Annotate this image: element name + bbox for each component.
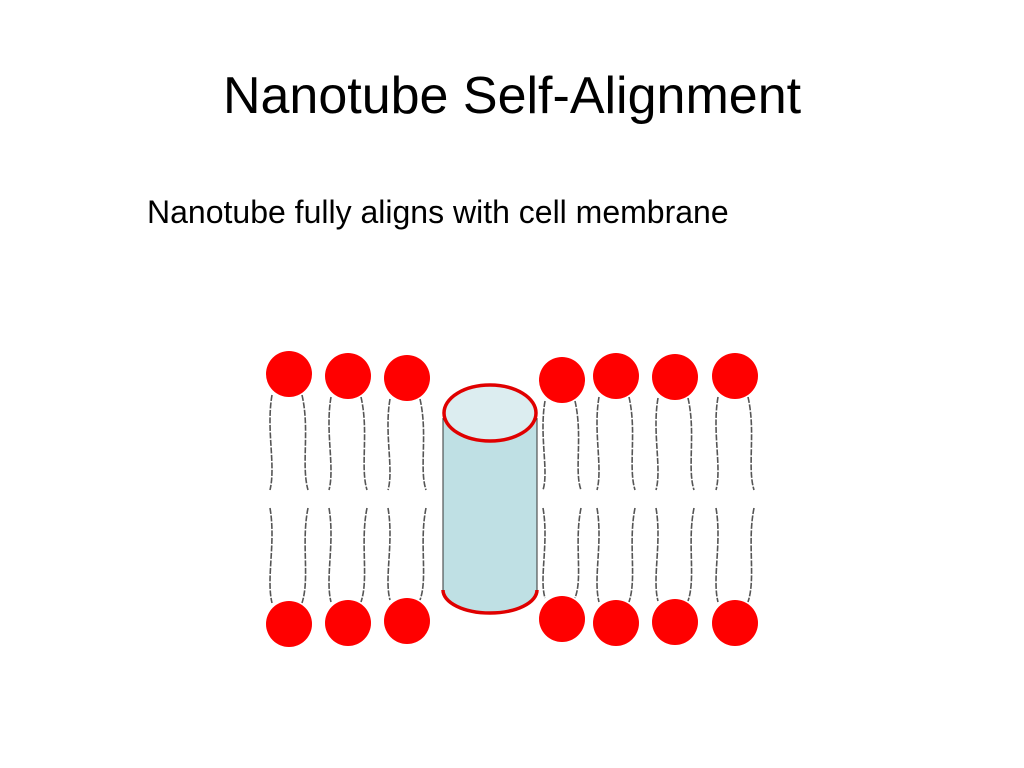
lipid-tail	[328, 396, 332, 491]
lipid-head-top	[384, 355, 430, 401]
lipid-head-bottom	[266, 601, 312, 647]
lipid-molecule	[325, 353, 371, 646]
lipid-tail	[687, 507, 695, 602]
lipid-tail	[715, 396, 719, 491]
lipid-tail	[747, 396, 755, 491]
lipid-molecule	[266, 351, 312, 647]
lipid-molecule	[712, 353, 758, 646]
lipid-tail	[360, 396, 368, 491]
lipid-molecule	[652, 354, 698, 645]
lipid-head-bottom	[384, 598, 430, 644]
lipid-tail	[328, 507, 332, 603]
lipid-tail	[687, 397, 695, 491]
lipid-tail	[419, 398, 427, 491]
lipid-head-top	[712, 353, 758, 399]
slide-subtitle: Nanotube fully aligns with cell membrane	[147, 194, 729, 230]
lipid-molecule	[384, 355, 430, 644]
lipid-tail	[301, 507, 309, 604]
lipid-tail	[655, 507, 659, 602]
lipid-head-top	[266, 351, 312, 397]
lipid-tail	[419, 507, 427, 601]
lipid-molecule	[593, 353, 639, 646]
lipid-tail	[542, 400, 546, 491]
lipid-tail	[655, 397, 659, 491]
lipid-head-top	[539, 357, 585, 403]
lipid-tail	[628, 396, 636, 491]
nanotube-bottom-rim	[441, 589, 539, 615]
lipid-head-bottom	[652, 599, 698, 645]
lipid-tail	[628, 507, 636, 603]
lipid-head-top	[593, 353, 639, 399]
lipid-tail	[715, 507, 719, 603]
nanotube-body	[443, 418, 537, 613]
lipid-tail	[542, 507, 546, 599]
slide-title: Nanotube Self-Alignment	[222, 67, 802, 125]
lipid-head-bottom	[325, 600, 371, 646]
lipid-head-top	[325, 353, 371, 399]
lipid-head-bottom	[712, 600, 758, 646]
lipid-tail	[301, 394, 309, 491]
lipid-tail	[747, 507, 755, 603]
lipid-tail	[387, 507, 391, 601]
lipid-tail	[269, 507, 273, 604]
lipid-tail	[596, 396, 600, 491]
lipid-bilayer	[266, 351, 758, 647]
lipid-tail	[387, 398, 391, 491]
lipid-molecule	[539, 357, 585, 642]
lipid-tail	[269, 394, 273, 491]
lipid-tail	[596, 507, 600, 603]
lipid-tail	[360, 507, 368, 603]
lipid-tail	[574, 400, 582, 491]
nanotube-top-opening	[442, 383, 538, 443]
lipid-head-bottom	[593, 600, 639, 646]
lipid-head-top	[652, 354, 698, 400]
lipid-tail	[574, 507, 582, 599]
lipid-head-bottom	[539, 596, 585, 642]
nanotube	[441, 383, 539, 615]
